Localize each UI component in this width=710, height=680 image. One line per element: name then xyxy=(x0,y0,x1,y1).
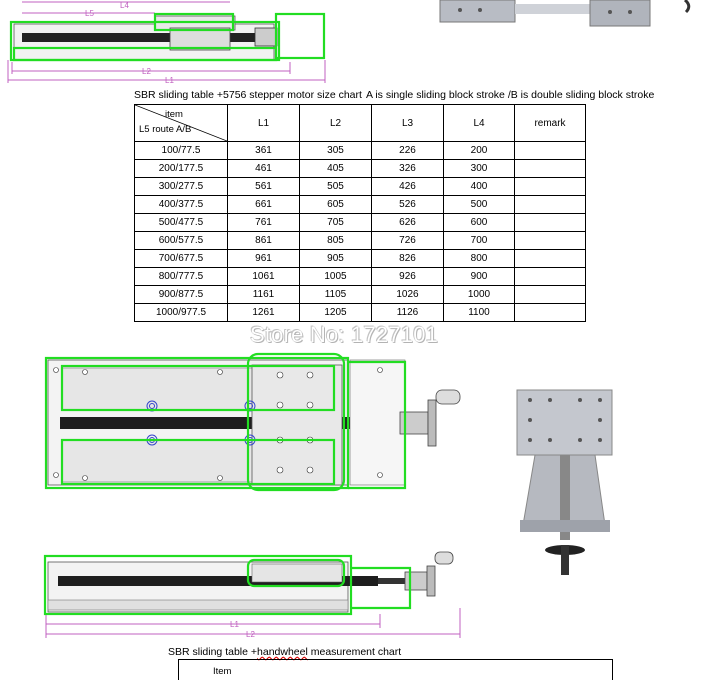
table-cell: 461 xyxy=(227,159,300,178)
handwheel-chart-table: Item xyxy=(178,659,613,680)
header-l4: L4 xyxy=(443,104,515,142)
table-cell: 805 xyxy=(299,231,372,250)
table-cell: 926 xyxy=(371,267,444,286)
table-cell: 1205 xyxy=(299,303,372,322)
handwheel-header-item: Item xyxy=(213,666,232,677)
table-cell: 1100 xyxy=(443,303,515,322)
dim-label-l2: L2 xyxy=(142,67,151,76)
header-l2: L2 xyxy=(299,104,372,142)
table-cell: 905 xyxy=(299,249,372,268)
table-cell: 305 xyxy=(299,141,372,160)
table-cell: 700/677.5 xyxy=(134,249,228,268)
table-cell xyxy=(514,213,586,232)
table-cell: 505 xyxy=(299,177,372,196)
handwheel-chart-title: SBR sliding table +handwheel measurement… xyxy=(168,646,402,658)
table-cell: 1005 xyxy=(299,267,372,286)
table-cell xyxy=(514,195,586,214)
table-cell: 605 xyxy=(299,195,372,214)
header-l3: L3 xyxy=(371,104,444,142)
table-cell xyxy=(514,141,586,160)
top-side-view-drawing: L4 L5 L2 L1 xyxy=(7,1,326,85)
table-cell: 900/877.5 xyxy=(134,285,228,304)
table-cell: 800 xyxy=(443,249,515,268)
table-cell: 705 xyxy=(299,213,372,232)
table-cell: 361 xyxy=(227,141,300,160)
top-view-handwheel-drawing xyxy=(44,352,461,492)
table-cell: 726 xyxy=(371,231,444,250)
table-cell: 826 xyxy=(371,249,444,268)
table-cell: 100/77.5 xyxy=(134,141,228,160)
product-photo xyxy=(516,389,613,575)
table-cell: 1061 xyxy=(227,267,300,286)
header-remark: remark xyxy=(514,104,586,142)
table-cell: 600 xyxy=(443,213,515,232)
table-cell: 1261 xyxy=(227,303,300,322)
table-cell: 800/777.5 xyxy=(134,267,228,286)
table-cell xyxy=(514,159,586,178)
table-header-row: item L5 route A/B L1 L2 L3 L4 remark xyxy=(134,104,586,142)
table-cell: 700 xyxy=(443,231,515,250)
table-cell xyxy=(514,177,586,196)
table-cell: 226 xyxy=(371,141,444,160)
header-l1: L1 xyxy=(227,104,300,142)
table-cell: 761 xyxy=(227,213,300,232)
table-cell: 561 xyxy=(227,177,300,196)
table-cell: 500 xyxy=(443,195,515,214)
table-cell: 626 xyxy=(371,213,444,232)
top-product-photo xyxy=(439,0,691,27)
table-cell xyxy=(514,249,586,268)
size-chart-title: SBR sliding table +5756 stepper motor si… xyxy=(134,89,362,101)
table-cell: 326 xyxy=(371,159,444,178)
table-cell: 500/477.5 xyxy=(134,213,228,232)
table-cell: 400/377.5 xyxy=(134,195,228,214)
size-chart-table: item L5 route A/B L1 L2 L3 L4 remark 100… xyxy=(134,104,586,322)
size-chart-note: A is single sliding block stroke /B is d… xyxy=(366,89,655,101)
table-cell: 526 xyxy=(371,195,444,214)
dim-label-l5: L5 xyxy=(85,9,94,18)
table-cell xyxy=(514,231,586,250)
table-cell: 400 xyxy=(443,177,515,196)
header-diagonal-line xyxy=(135,105,227,141)
table-cell: 200/177.5 xyxy=(134,159,228,178)
table-cell xyxy=(514,267,586,286)
table-cell: 661 xyxy=(227,195,300,214)
table-cell: 1105 xyxy=(299,285,372,304)
header-item-route: item L5 route A/B xyxy=(134,104,228,142)
table-cell: 1000 xyxy=(443,285,515,304)
table-cell: 1026 xyxy=(371,285,444,304)
store-watermark: Store No: 1727101 xyxy=(250,322,439,347)
table-cell: 1000/977.5 xyxy=(134,303,228,322)
table-cell: 961 xyxy=(227,249,300,268)
table-cell xyxy=(514,285,586,304)
table-cell: 861 xyxy=(227,231,300,250)
table-cell: 1161 xyxy=(227,285,300,304)
table-cell: 900 xyxy=(443,267,515,286)
table-cell: 426 xyxy=(371,177,444,196)
table-cell: 405 xyxy=(299,159,372,178)
dim-label-l4: L4 xyxy=(120,1,129,10)
table-cell: 300/277.5 xyxy=(134,177,228,196)
side-view-handwheel-drawing: L1 L2 xyxy=(43,551,461,639)
table-cell xyxy=(514,303,586,322)
dim-label-l1: L1 xyxy=(165,76,174,85)
table-cell: 300 xyxy=(443,159,515,178)
table-cell: 600/577.5 xyxy=(134,231,228,250)
table-cell: 200 xyxy=(443,141,515,160)
dim-label-l2-bottom: L2 xyxy=(246,630,255,639)
dim-label-l1-bottom: L1 xyxy=(230,620,239,629)
table-cell: 1126 xyxy=(371,303,444,322)
